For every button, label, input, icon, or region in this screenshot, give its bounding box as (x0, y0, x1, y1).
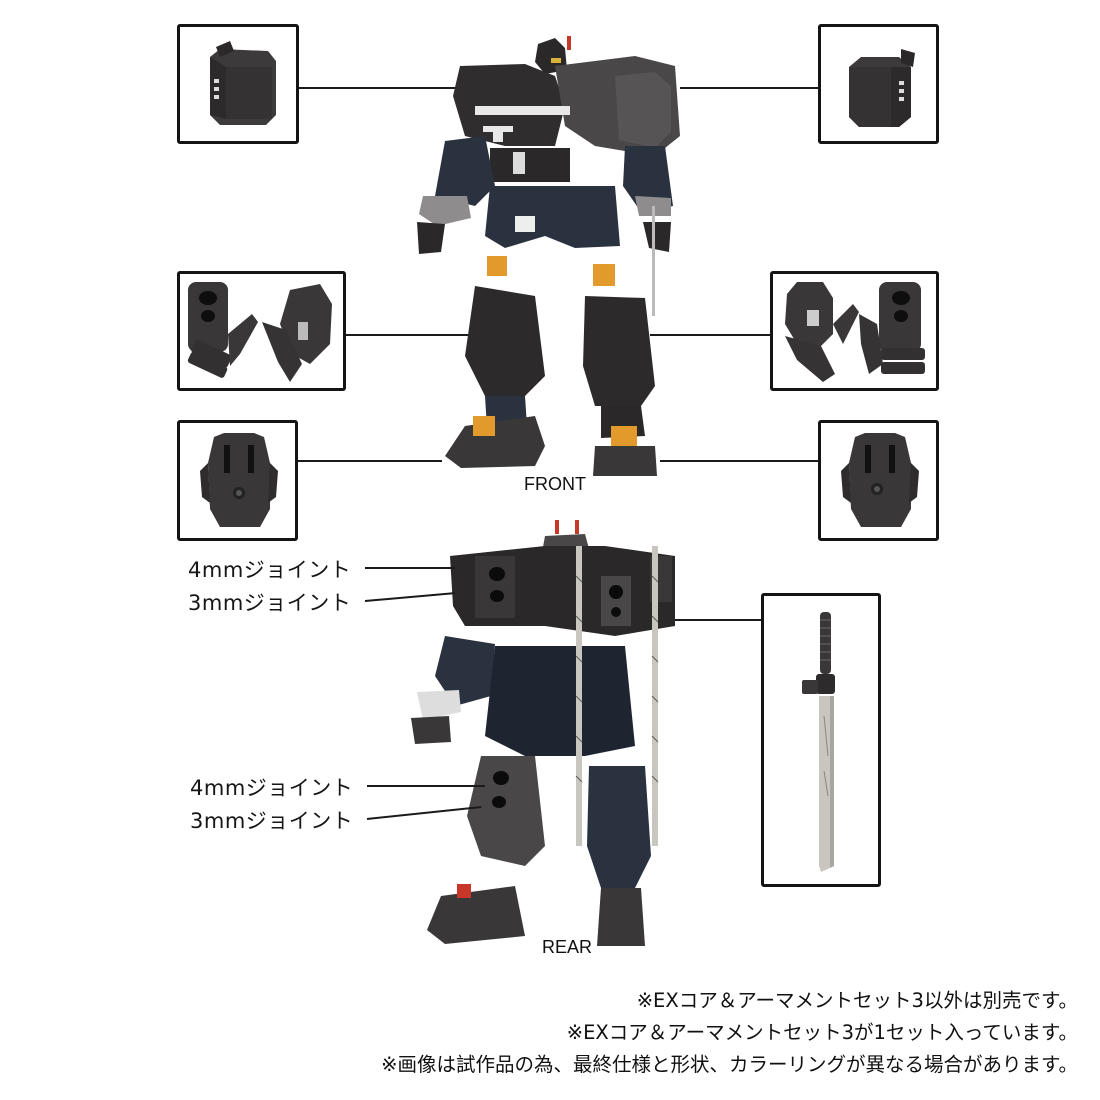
part-box-leg-armor-right (770, 271, 939, 391)
foot-part-image (200, 433, 278, 527)
connector-line (660, 619, 761, 621)
note-sold-separately: ※EXコア＆アーマメントセット3以外は別売です。 (636, 989, 1078, 1012)
robot-rear-image (411, 520, 675, 946)
connector-line (650, 334, 770, 336)
leg-armor-parts-image (187, 282, 332, 382)
robot-rear-view (405, 516, 695, 956)
front-view-label: FRONT (524, 474, 586, 494)
joint-callout-4mm-upper: 4mmジョイント (188, 558, 352, 582)
part-box-sword (761, 593, 881, 887)
leg-armor-parts-image (785, 282, 925, 382)
joint-callout-4mm-lower: 4mmジョイント (190, 776, 354, 800)
note-prototype-disclaimer: ※画像は試作品の為、最終仕様と形状、カラーリングが異なる場合があります。 (381, 1053, 1078, 1076)
connector-line (660, 460, 818, 462)
foot-part-image (841, 433, 919, 527)
part-box-foot-right (818, 420, 939, 541)
robot-front-image (417, 36, 680, 476)
connector-line (299, 87, 459, 89)
part-box-leg-armor-left (177, 271, 346, 391)
joint-callout-3mm-upper: 3mmジョイント (188, 591, 352, 615)
joint-callout-line (367, 785, 485, 787)
sword-part-image (802, 612, 835, 872)
connector-line (298, 460, 442, 462)
part-box-foot-left (177, 420, 298, 541)
part-box-shoulder-armor-left (177, 24, 299, 144)
note-set-contents: ※EXコア＆アーマメントセット3が1セット入っています。 (566, 1021, 1078, 1044)
connector-line (346, 334, 476, 336)
shoulder-armor-part-image (210, 41, 276, 125)
joint-callout-line (365, 567, 455, 569)
rear-view-label: REAR (542, 937, 593, 957)
robot-front-view (405, 36, 695, 476)
part-box-shoulder-armor-right (818, 24, 939, 144)
connector-line (680, 87, 818, 89)
shoulder-armor-part-image (849, 49, 915, 127)
joint-callout-3mm-lower: 3mmジョイント (190, 809, 354, 833)
